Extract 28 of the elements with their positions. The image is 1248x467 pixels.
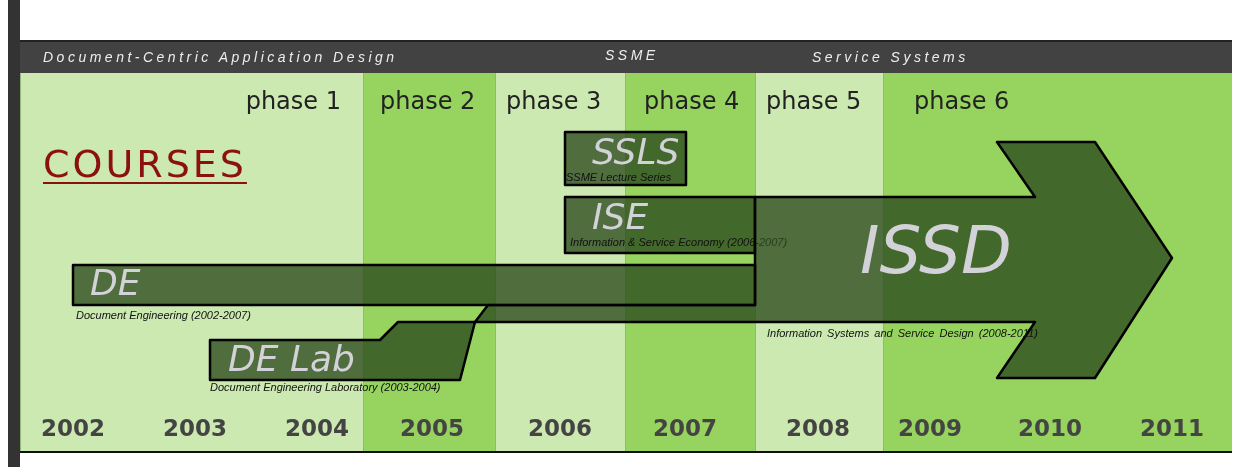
section-heading: COURSES [43,142,247,186]
course-abbreviation: SSLS [592,132,680,172]
year-label: 2008 [785,415,851,441]
course-abbreviation: DE Lab [228,339,355,379]
course-abbreviation: ISE [592,197,649,237]
phase-label: phase 1 [245,87,341,115]
header-title: Document-Centric Application Design [43,49,398,65]
year-label: 2005 [399,415,465,441]
year-label: 2004 [284,415,350,441]
year-label: 2002 [40,415,106,441]
year-label: 2010 [1017,415,1083,441]
year-label: 2011 [1139,415,1205,441]
year-label: 2006 [527,415,593,441]
course-abbreviation: DE [90,263,141,303]
phase-label: phase 5 [766,87,862,115]
phase-label: phase 6 [914,87,1010,115]
year-label: 2003 [162,415,228,441]
header-title: Service Systems [812,49,969,65]
phase-label: phase 3 [506,87,602,115]
phase-label: phase 2 [380,87,476,115]
course-name: SSME Lecture Series [566,171,672,184]
phase-label: phase 4 [644,87,740,115]
course-abbreviation: ISSD [860,215,1012,288]
course-name: Document Engineering (2002-2007) [76,309,251,322]
header-title: SSME [605,47,659,63]
year-label: 2009 [897,415,963,441]
course-name: Document Engineering Laboratory (2003-2004) [210,381,441,394]
year-label: 2007 [652,415,718,441]
